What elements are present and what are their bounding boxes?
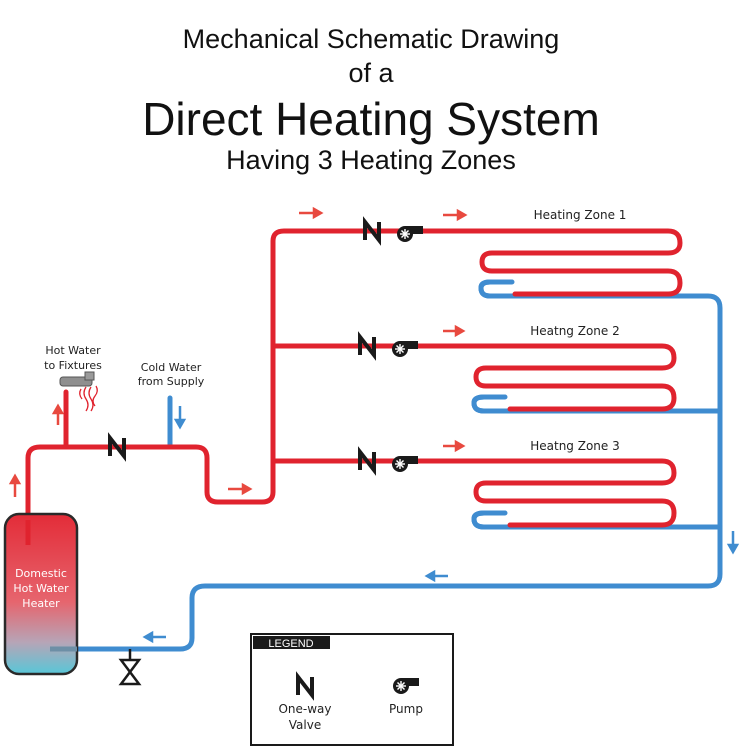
- hot-flow-arrow: [299, 206, 324, 220]
- hot-flow-arrow: [8, 473, 22, 497]
- cold-flow-arrow: [142, 630, 166, 644]
- title-line-1: Mechanical Schematic Drawing: [182, 24, 560, 54]
- hot-flow-arrow: [443, 439, 466, 453]
- gate-valve-icon: [118, 649, 142, 686]
- cold-flow-arrow: [726, 531, 740, 555]
- supply-piping: [25, 228, 683, 528]
- pump-icon: [396, 225, 424, 243]
- legend: LEGEND One-way Valve Pump: [250, 633, 454, 746]
- hot-water-heater: Domestic Hot Water Heater: [3, 512, 79, 676]
- hot-flow-arrow: [228, 482, 253, 496]
- hot-flow-arrow: [443, 208, 468, 222]
- legend-pump-label: Pump: [389, 702, 423, 716]
- supply-label-2: from Supply: [138, 375, 205, 388]
- flow-arrows: [8, 206, 740, 644]
- fixtures-label-2: to Fixtures: [44, 359, 102, 372]
- zone-2-label: Heatng Zone 2: [530, 324, 620, 338]
- hot-flow-arrow: [443, 324, 466, 338]
- hot-flow-arrow: [51, 403, 65, 425]
- pump-icon: [391, 340, 419, 358]
- legend-valve-label-1: One-way: [278, 702, 331, 716]
- cold-flow-arrow: [424, 569, 448, 583]
- title-line-2: of a: [348, 58, 394, 88]
- faucet-icon: [59, 371, 98, 412]
- cold-flow-arrow: [173, 406, 187, 430]
- legend-title: LEGEND: [268, 638, 313, 650]
- zone-3-label: Heatng Zone 3: [530, 439, 620, 453]
- legend-valve-label-2: Valve: [289, 718, 321, 732]
- heater-label-3: Heater: [22, 597, 60, 610]
- supply-label-1: Cold Water: [141, 361, 202, 374]
- heater-label-2: Hot Water: [13, 582, 69, 595]
- zone-1-label: Heating Zone 1: [534, 208, 627, 222]
- pump-icon: [391, 455, 419, 473]
- fixtures-label-1: Hot Water: [45, 344, 101, 357]
- page-title: Direct Heating System: [142, 93, 600, 145]
- heater-label-1: Domestic: [15, 567, 67, 580]
- subtitle: Having 3 Heating Zones: [226, 145, 516, 175]
- coil-return-tails: [471, 279, 493, 530]
